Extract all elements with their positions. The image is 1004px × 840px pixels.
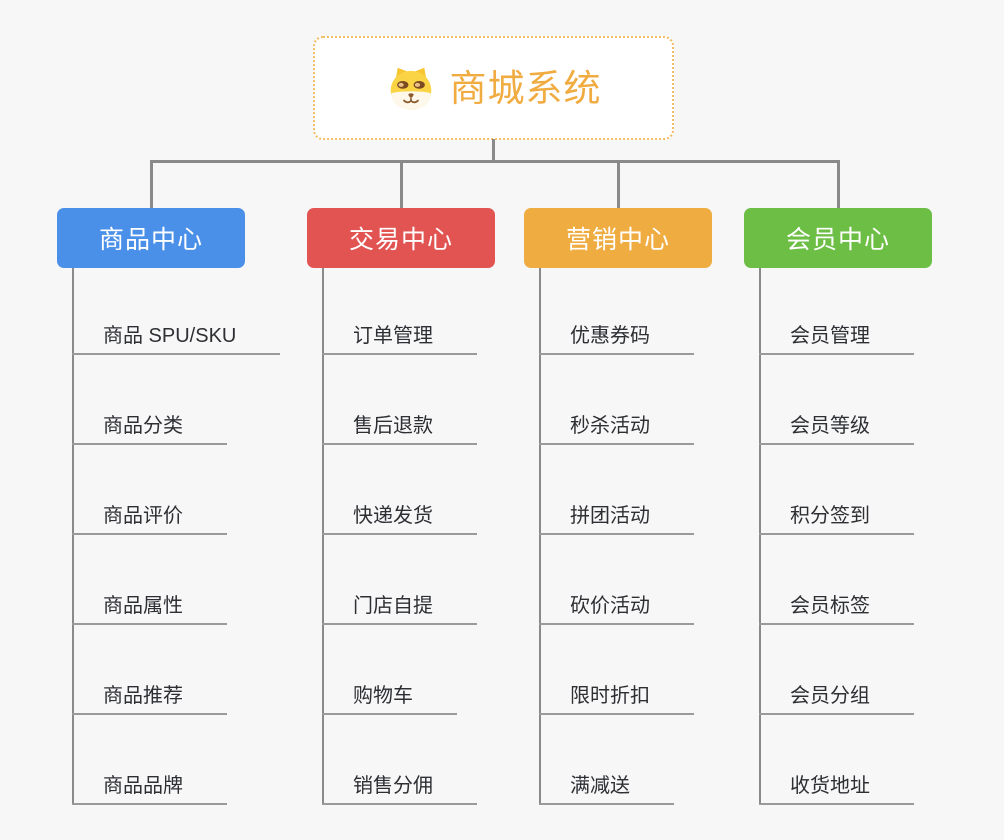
branch-header-member-center[interactable]: 会员中心 <box>744 208 932 268</box>
leaf-node-product-center-0[interactable]: 商品 SPU/SKU <box>72 325 281 355</box>
leaf-node-member-center-5[interactable]: 收货地址 <box>759 775 914 805</box>
leaf-node-product-center-3[interactable]: 商品属性 <box>72 595 227 625</box>
branch-trunk-line <box>759 268 761 805</box>
leaf-node-member-center-4[interactable]: 会员分组 <box>759 685 914 715</box>
branch-trunk-line <box>322 268 324 805</box>
branch-trunk-line <box>539 268 541 805</box>
leaf-node-trade-center-1[interactable]: 售后退款 <box>322 415 477 445</box>
leaf-node-member-center-3[interactable]: 会员标签 <box>759 595 914 625</box>
branch-connector-drop <box>836 160 840 208</box>
leaf-node-member-center-2[interactable]: 积分签到 <box>759 505 914 535</box>
leaf-node-product-center-1[interactable]: 商品分类 <box>72 415 227 445</box>
leaf-node-trade-center-2[interactable]: 快递发货 <box>322 505 477 535</box>
branch-connector-drop <box>149 160 153 208</box>
root-node[interactable]: 商城系统 <box>313 36 674 140</box>
branch-header-trade-center[interactable]: 交易中心 <box>307 208 495 268</box>
leaf-node-trade-center-3[interactable]: 门店自提 <box>322 595 477 625</box>
leaf-node-trade-center-0[interactable]: 订单管理 <box>322 325 477 355</box>
leaf-node-member-center-0[interactable]: 会员管理 <box>759 325 914 355</box>
branch-trunk-line <box>72 268 74 805</box>
leaf-node-marketing-center-5[interactable]: 满减送 <box>539 775 674 805</box>
branch-connector-drop <box>399 160 403 208</box>
branch-connector-drop <box>616 160 620 208</box>
root-connector-stub <box>492 139 495 162</box>
leaf-node-member-center-1[interactable]: 会员等级 <box>759 415 914 445</box>
leaf-node-marketing-center-0[interactable]: 优惠券码 <box>539 325 694 355</box>
leaf-node-product-center-5[interactable]: 商品品牌 <box>72 775 227 805</box>
leaf-node-product-center-2[interactable]: 商品评价 <box>72 505 227 535</box>
leaf-node-trade-center-4[interactable]: 购物车 <box>322 685 457 715</box>
leaf-node-product-center-4[interactable]: 商品推荐 <box>72 685 227 715</box>
branch-header-marketing-center[interactable]: 营销中心 <box>524 208 712 268</box>
branch-header-product-center[interactable]: 商品中心 <box>57 208 245 268</box>
leaf-node-marketing-center-3[interactable]: 砍价活动 <box>539 595 694 625</box>
shiba-dog-icon <box>390 67 431 110</box>
leaf-node-trade-center-5[interactable]: 销售分佣 <box>322 775 477 805</box>
branch-connector-hline <box>149 160 840 163</box>
leaf-node-marketing-center-1[interactable]: 秒杀活动 <box>539 415 694 445</box>
root-title: 商城系统 <box>449 67 602 109</box>
leaf-node-marketing-center-4[interactable]: 限时折扣 <box>539 685 694 715</box>
leaf-node-marketing-center-2[interactable]: 拼团活动 <box>539 505 694 535</box>
